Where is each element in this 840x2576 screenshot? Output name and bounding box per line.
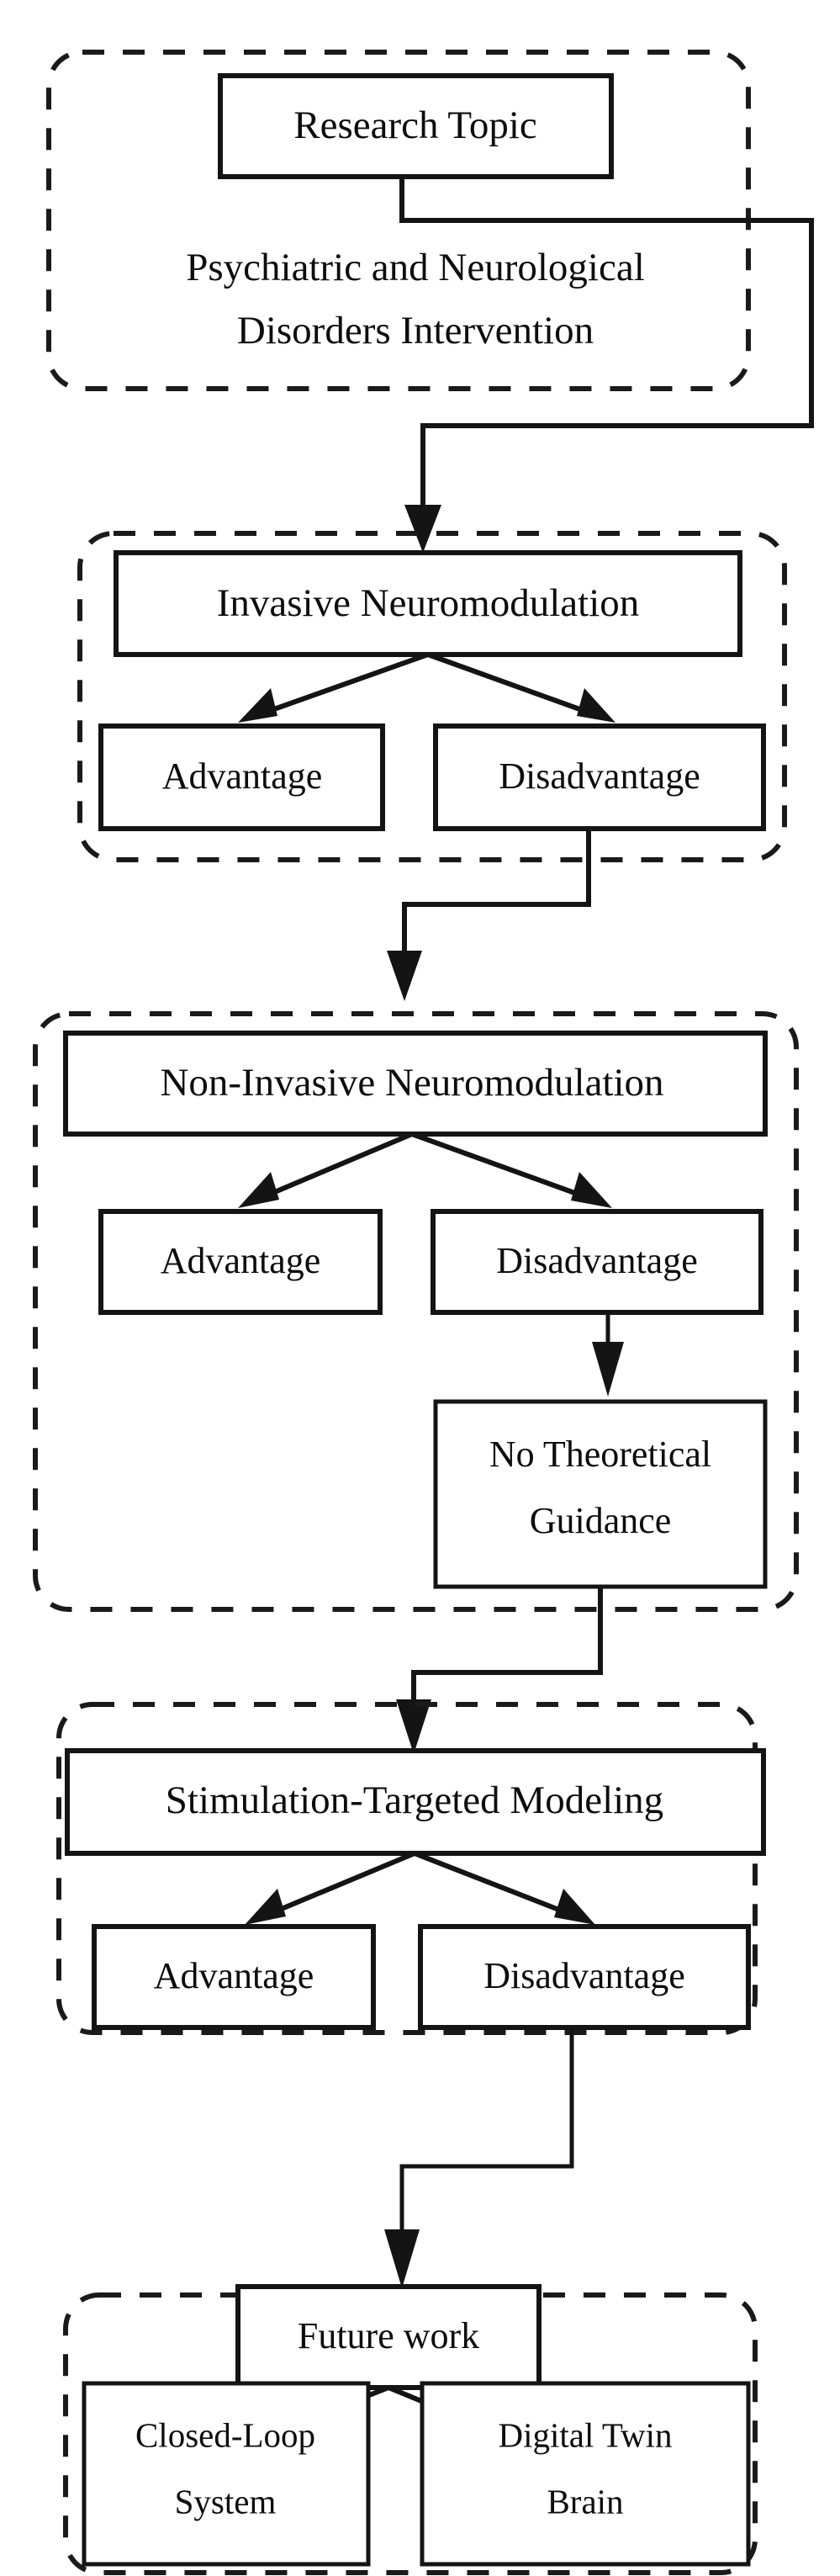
edge-invasive-to-disadvantage — [426, 652, 595, 717]
node-label-digital-twin-line-1: Digital Twin — [498, 2415, 672, 2454]
node-label-closed-loop-line-2: System — [175, 2482, 277, 2520]
edge-modeling-to-advantage — [266, 1851, 416, 1917]
node-box-non-invasive-advantage[interactable] — [98, 1209, 383, 1315]
node-label-future-work: Future work — [298, 2315, 479, 2356]
group-outline-invasive — [77, 531, 787, 862]
arrowhead-modeling-to-advantage — [245, 1889, 286, 1925]
node-label-no-theoretical-line-2: Guidance — [530, 1500, 672, 1541]
edge-research-topic-to-invasive — [399, 177, 814, 513]
topic-description-line-2: Disorders Intervention — [237, 309, 594, 352]
node-box-modeling-advantage[interactable] — [92, 1924, 376, 2030]
edge-modeling-disadvantage-to-future-work — [399, 2027, 574, 2234]
arrowhead-no-guidance — [592, 1342, 624, 1397]
arrowhead-no-guidance-to-modeling — [396, 1699, 431, 1754]
node-label-non-invasive-neuromodulation: Non-Invasive Neuromodulation — [160, 1061, 663, 1105]
node-box-stimulation-targeted-modeling[interactable] — [65, 1748, 766, 1856]
node-label-invasive-disadvantage: Disadvantage — [499, 755, 700, 797]
arrowhead-invasive-to-disadvantage — [577, 688, 615, 723]
group-outline-modeling — [56, 1702, 758, 2035]
node-label-research-topic: Research Topic — [293, 103, 536, 147]
node-label-stimulation-targeted-modeling: Stimulation-Targeted Modeling — [166, 1778, 663, 1822]
node-box-research-topic[interactable] — [218, 73, 614, 179]
edge-no-guidance-to-modeling — [411, 1587, 603, 1702]
arrowhead-future-work — [384, 2229, 420, 2288]
edge-non-invasive-to-disadvantage — [410, 1132, 590, 1201]
node-box-no-theoretical[interactable] — [433, 1399, 768, 1589]
arrowhead-modeling-to-disadvantage — [554, 1889, 595, 1925]
node-label-invasive-neuromodulation: Invasive Neuromodulation — [217, 581, 640, 625]
node-label-invasive-advantage: Advantage — [162, 755, 323, 797]
arrowhead-non-invasive-to-disadvantage — [571, 1172, 612, 1208]
edge-non-invasive-to-advantage — [259, 1132, 414, 1201]
node-box-invasive-advantage[interactable] — [98, 724, 385, 831]
node-label-digital-twin-line-2: Brain — [547, 2482, 623, 2520]
node-box-digital-twin-brain[interactable] — [420, 2381, 751, 2567]
node-box-invasive-disadvantage[interactable] — [433, 724, 766, 831]
group-outline-non-invasive — [33, 1011, 799, 1612]
arrowhead-research-topic-to-invasive — [404, 505, 441, 553]
node-label-non-invasive-advantage: Advantage — [161, 1240, 321, 1281]
node-box-modeling-disadvantage[interactable] — [418, 1924, 751, 2030]
node-label-modeling-advantage: Advantage — [154, 1955, 314, 1996]
node-label-non-invasive-disadvantage: Disadvantage — [496, 1240, 697, 1281]
group-outline-future-work — [63, 2292, 758, 2575]
node-box-non-invasive-disadvantage[interactable] — [431, 1209, 763, 1315]
edge-modeling-to-disadvantage — [413, 1851, 573, 1917]
node-label-closed-loop-line-1: Closed-Loop — [135, 2415, 315, 2454]
node-label-no-theoretical-line-1: No Theoretical — [489, 1434, 711, 1475]
arrowhead-non-invasive-to-advantage — [238, 1172, 279, 1208]
edge-invasive-disadvantage-to-non-invasive — [402, 829, 591, 955]
node-label-modeling-disadvantage: Disadvantage — [483, 1955, 684, 1996]
topic-description-line-1: Psychiatric and Neurological — [186, 246, 645, 289]
arrowhead-invasive-disadvantage-to-non-invasive — [387, 951, 422, 1001]
edge-invasive-to-advantage — [258, 652, 430, 717]
node-box-invasive-neuromodulation[interactable] — [114, 550, 742, 657]
arrowhead-invasive-to-advantage — [238, 688, 277, 723]
node-box-closed-loop-system[interactable] — [82, 2381, 371, 2567]
node-box-future-work-box[interactable] — [235, 2284, 542, 2390]
